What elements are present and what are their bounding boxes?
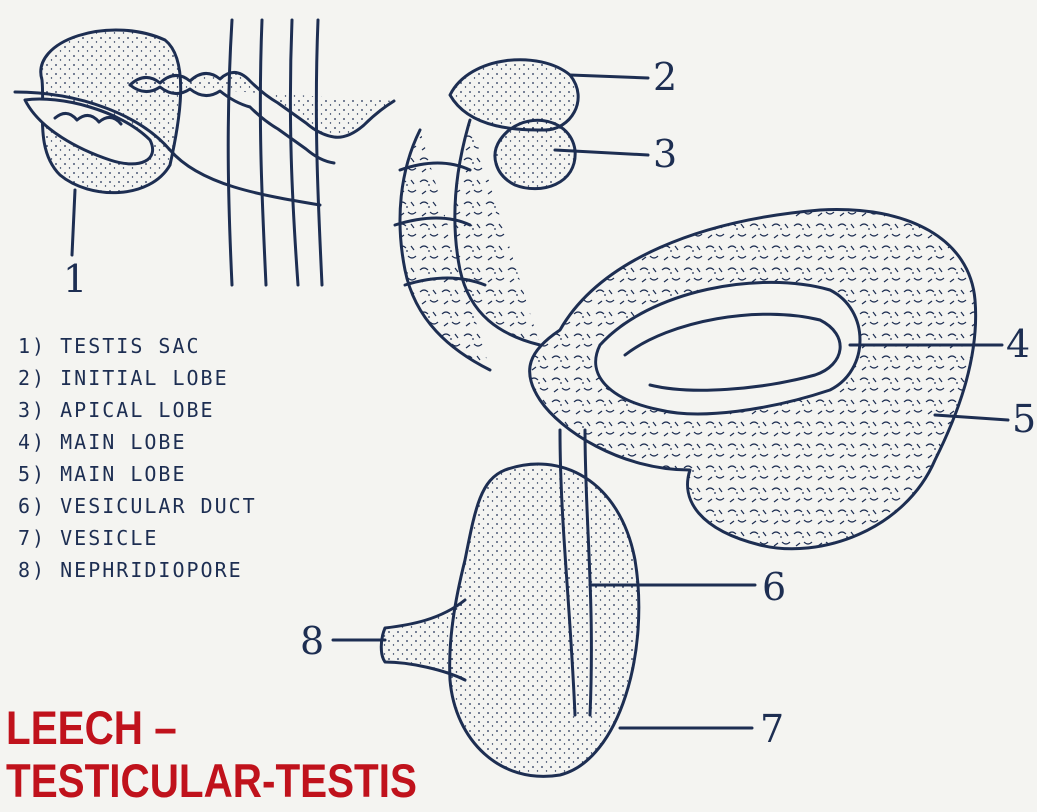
legend-item: 6) VESICULAR DUCT: [18, 490, 257, 522]
leader-2: [570, 75, 648, 78]
legend-item: 2) INITIAL LOBE: [18, 362, 257, 394]
callout-7: 7: [760, 710, 784, 748]
legend-item: 7) VESICLE: [18, 522, 257, 554]
callout-6: 6: [762, 568, 786, 606]
nephridiopore: [381, 600, 465, 680]
nerve-cord-right: [290, 20, 322, 285]
nerve-cord-left: [228, 20, 266, 285]
callout-1: 1: [63, 260, 87, 298]
legend-item: 3) APICAL LOBE: [18, 394, 257, 426]
leader-1: [72, 190, 75, 255]
callout-2: 2: [653, 58, 677, 96]
callout-5: 5: [1012, 400, 1036, 438]
vesicle: [450, 464, 639, 776]
legend-item: 1) TESTIS SAC: [18, 330, 257, 362]
legend-item: 8) NEPHRIDIOPORE: [18, 554, 257, 586]
title-line-2: TESTICULAR-TESTIS: [6, 757, 417, 804]
legend-item: 4) MAIN LOBE: [18, 426, 257, 458]
callout-4: 4: [1006, 325, 1030, 363]
apical-lobe: [495, 120, 575, 188]
legend-item: 5) MAIN LOBE: [18, 458, 257, 490]
callout-8: 8: [300, 622, 324, 660]
callout-3: 3: [653, 135, 677, 173]
legend-list: 1) TESTIS SAC 2) INITIAL LOBE 3) APICAL …: [18, 330, 257, 586]
title-line-1: LEECH –: [6, 704, 177, 751]
